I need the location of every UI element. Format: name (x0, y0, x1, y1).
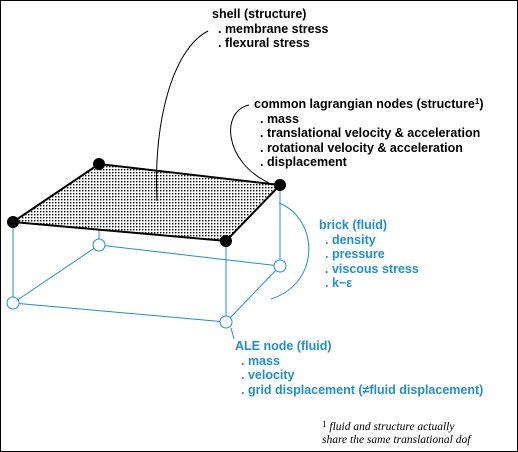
ale-item: . grid displacement (≠fluid displacement… (241, 382, 484, 397)
footnote-line1: fluid and structure actually (329, 421, 455, 433)
brick-item: . density (325, 232, 376, 247)
lagrangian-node (274, 179, 286, 191)
lagrangian-item: . rotational velocity & acceleration (260, 140, 463, 155)
ale-node (92, 238, 106, 252)
brick-item: . pressure (325, 247, 385, 262)
ale-leader-line (230, 327, 235, 340)
lagrangian-label: common lagrangian nodes (structure1) . m… (254, 97, 484, 170)
shell-plate (10, 162, 283, 243)
shell-item: . membrane stress (218, 21, 329, 36)
brick-item: . k−ε (325, 276, 353, 291)
lagrangian-node (220, 235, 232, 247)
footnote: 1 fluid and structure actually share the… (322, 419, 471, 447)
footnote-marker: 1 (322, 419, 327, 429)
brick-item: . viscous stress (325, 261, 419, 276)
lagrangian-leader-line (230, 104, 270, 184)
brick-leader-line (270, 202, 310, 300)
lagrangian-item: . mass (260, 111, 299, 126)
lagrangian-node (93, 158, 105, 170)
ale-item: . velocity (241, 368, 295, 383)
ale-node (273, 259, 287, 273)
ale-node (219, 315, 233, 329)
lagrangian-structure-nodes (7, 158, 286, 247)
ale-label: ALE node (fluid) . mass . velocity . gri… (235, 339, 483, 397)
ale-title: ALE node (fluid) (235, 339, 332, 353)
shell-leader-line (156, 30, 209, 202)
lagrangian-title-close: ) (479, 97, 484, 111)
lagrangian-item: . translational velocity & acceleration (260, 126, 481, 141)
brick-title: brick (fluid) (319, 218, 388, 232)
brick-label: brick (fluid) . density . pressure . vis… (319, 218, 419, 291)
lagrangian-title-text: common lagrangian nodes (structure (254, 97, 475, 111)
ale-fluid-nodes (6, 238, 287, 329)
shell-item: . flexural stress (218, 36, 310, 51)
lagrangian-item: . displacement (260, 155, 347, 170)
lagrangian-title: common lagrangian nodes (structure1) (254, 97, 484, 112)
lagrangian-node (7, 216, 19, 228)
footnote-line2: share the same translational dof (322, 434, 471, 446)
shell-label: shell (structure) . membrane stress . fl… (212, 7, 328, 51)
shell-title: shell (structure) (212, 7, 307, 21)
footnote-ref: 1 (474, 97, 480, 106)
ale-item: . mass (241, 353, 280, 368)
ale-node (6, 296, 20, 310)
